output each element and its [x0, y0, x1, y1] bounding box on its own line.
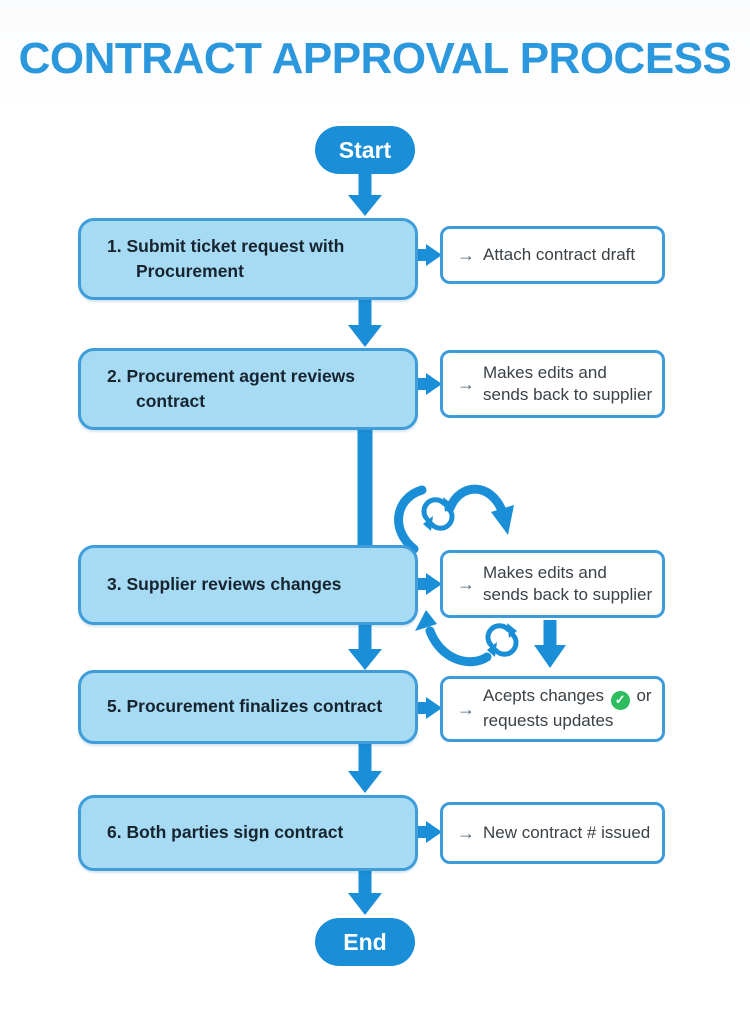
- arrowhead-step2-to-note2: [426, 373, 442, 395]
- side-note-edits-2: → Makes edits and sends back to supplier: [440, 550, 665, 618]
- step-label: 5. Procurement finalizes contract: [107, 696, 383, 717]
- end-label: End: [343, 928, 387, 955]
- right-arrow-icon: →: [457, 699, 475, 719]
- step-label: 3. Supplier reviews changes: [107, 574, 342, 595]
- arrowhead-step1-to-step2: [348, 325, 382, 347]
- loop-arc-lower: [425, 626, 492, 667]
- note-text: Makes edits and sends back to supplier: [483, 562, 653, 604]
- arrowhead-loop-lower: [415, 610, 437, 631]
- arrowhead-step3-to-step5: [348, 649, 382, 670]
- step-box-6: 6. Both parties sign contract: [78, 795, 418, 871]
- side-note-attach-draft: → Attach contract draft: [440, 226, 665, 284]
- arrowhead-step5-to-step6: [348, 771, 382, 793]
- right-arrow-icon: →: [457, 574, 475, 594]
- step-box-3: 3. Supplier reviews changes: [78, 545, 418, 625]
- right-arrow-icon: →: [457, 245, 475, 265]
- arrowhead-loop-upper-right: [491, 505, 514, 535]
- arrowhead-step5-to-note4: [426, 697, 442, 719]
- note-text: Makes edits and sends back to supplier: [483, 362, 653, 404]
- note-text: Acepts changes ✓ or requests updates: [483, 685, 654, 732]
- step-label: 6. Both parties sign contract: [107, 822, 344, 843]
- page-title: CONTRACT APPROVAL PROCESS: [18, 34, 732, 83]
- side-note-new-contract: → New contract # issued: [440, 802, 665, 864]
- arrowhead-step6-to-end: [348, 893, 382, 915]
- end-node: End: [315, 918, 415, 966]
- note-text: New contract # issued: [483, 822, 651, 842]
- loop-arc-upper-left: [394, 485, 427, 554]
- side-note-edits-1: → Makes edits and sends back to supplier: [440, 350, 665, 418]
- step-label: 1. Submit ticket request with Procuremen…: [107, 235, 345, 281]
- step-box-5: 5. Procurement finalizes contract: [78, 670, 418, 744]
- check-circle-icon: ✓: [610, 691, 630, 711]
- note-text-before-check: Acepts changes: [483, 686, 604, 706]
- cycle-refresh-icon-top: [421, 497, 455, 531]
- arrowhead-start-to-step1: [348, 195, 382, 216]
- note-text-after-check: or requests updates: [483, 686, 652, 731]
- arrowhead-note3-to-note4: [534, 645, 566, 668]
- start-node: Start: [315, 126, 415, 174]
- arrowhead-step6-to-note6: [426, 821, 442, 843]
- right-arrow-icon: →: [457, 823, 475, 843]
- side-note-accept-changes: → Acepts changes ✓ or requests updates: [440, 676, 665, 742]
- right-arrow-icon: →: [457, 374, 475, 394]
- start-label: Start: [338, 136, 392, 163]
- step-box-1: 1. Submit ticket request with Procuremen…: [78, 218, 418, 300]
- loop-arc-upper-right: [445, 484, 508, 518]
- arrowhead-step1-to-note1: [426, 244, 442, 266]
- step-box-2: 2. Procurement agent reviews contract: [78, 348, 418, 430]
- note-text: Attach contract draft: [483, 244, 636, 264]
- cycle-refresh-icon-bottom: [485, 623, 519, 657]
- arrowhead-step3-to-note3: [426, 573, 442, 595]
- step-label: 2. Procurement agent reviews contract: [107, 365, 356, 411]
